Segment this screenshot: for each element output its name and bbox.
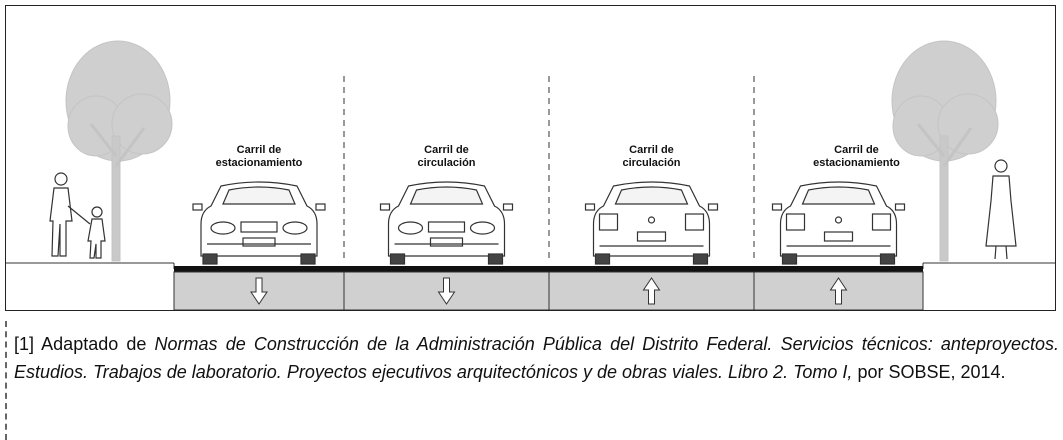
lane-label-3: Carril de circulación (549, 144, 754, 170)
arrow-down-icon (437, 277, 456, 305)
car-rear-icon (771, 181, 906, 265)
lane-label-1: Carril de estacionamiento (174, 144, 344, 170)
arrow-up-icon (642, 277, 661, 305)
caption-ref: [1] Adaptado de (14, 334, 155, 354)
lanes-group (173, 181, 924, 310)
lane-label-2-line1: Carril de (424, 144, 469, 156)
road-surface (174, 266, 923, 272)
caption-title: Normas de Construcción de la Administrac… (14, 334, 1059, 382)
lane-label-3-line2: circulación (622, 157, 681, 169)
lane-label-1-line2: estacionamiento (215, 157, 303, 169)
pedestrian-woman-icon (985, 159, 1017, 260)
lane-label-1-line1: Carril de (236, 144, 282, 156)
car-front-icon (192, 181, 326, 265)
lane-label-3-line1: Carril de (629, 144, 674, 156)
lane-label-4-line2: estacionamiento (813, 157, 900, 169)
arrow-down-icon (250, 277, 268, 305)
tree-right-icon (891, 40, 999, 262)
car-front-icon (379, 181, 514, 265)
lane-label-4: Carril de estacionamiento (754, 144, 959, 170)
lane-label-2: Carril de circulación (344, 144, 549, 170)
caption-suffix: por SOBSE, 2014. (852, 362, 1006, 382)
lane-label-4-line1: Carril de (834, 144, 879, 156)
cross-section-drawing (6, 40, 1055, 310)
car-rear-icon (584, 181, 719, 265)
arrow-up-icon (829, 277, 848, 305)
figure-caption: [1] Adaptado de Normas de Construcción d… (14, 330, 1059, 386)
lane-dividers (343, 76, 755, 261)
street-cross-section-figure: Carril de estacionamiento Carril de circ… (5, 5, 1056, 311)
pedestrian-adult-child-icon (49, 172, 106, 259)
lane-label-2-line2: circulación (417, 157, 476, 169)
caption-box (5, 321, 1063, 440)
tree-left-icon (65, 40, 173, 262)
